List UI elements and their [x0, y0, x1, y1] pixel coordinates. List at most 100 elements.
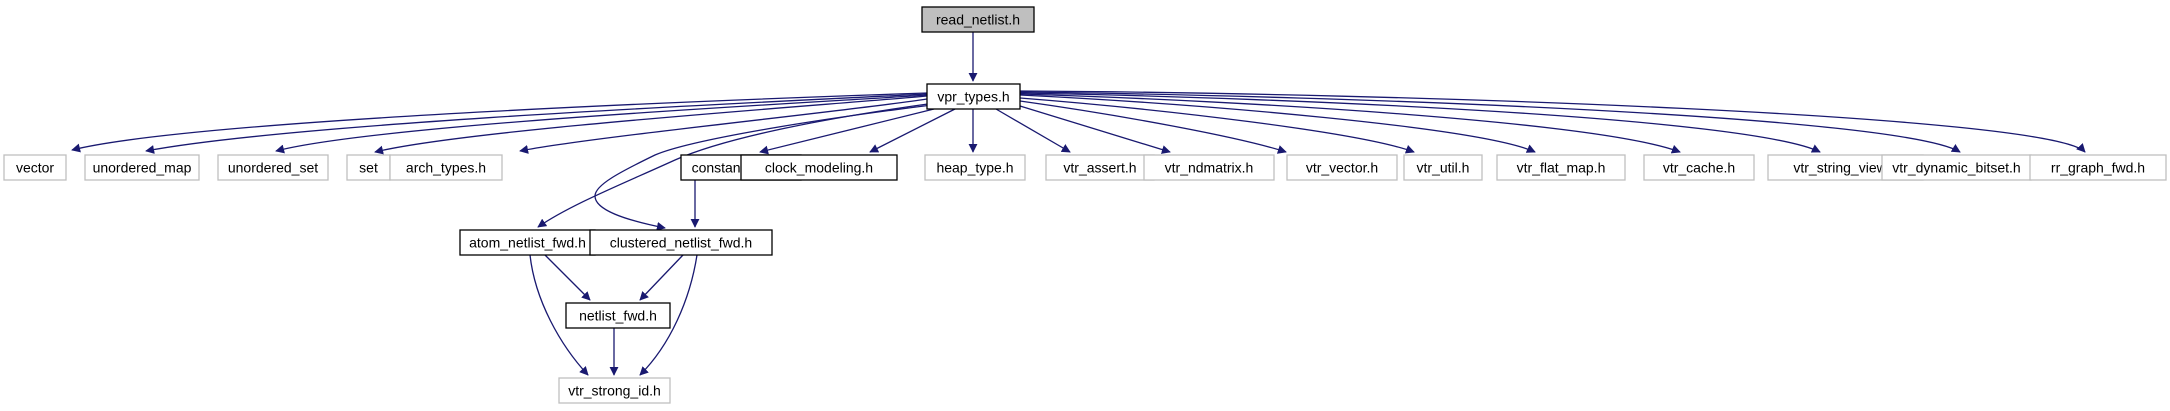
edge-vpr_types-to-clock_modeling	[869, 108, 956, 153]
node-box	[921, 6, 1035, 33]
node-set: set	[346, 154, 391, 181]
edge-vpr_types-to-vector	[71, 92, 928, 153]
node-clock-modeling[interactable]: clock_modeling.h	[740, 154, 898, 181]
node-box	[589, 229, 773, 256]
edge-line	[1019, 93, 1681, 154]
node-box	[565, 302, 671, 329]
node-unordered-map: unordered_map	[84, 154, 200, 181]
node-label: vector	[16, 160, 54, 176]
edge-line	[374, 95, 928, 155]
node-box	[389, 154, 503, 181]
node-label: vtr_strong_id.h	[568, 383, 661, 399]
edge-line	[1019, 91, 1961, 153]
node-vtr-dynamic-bitset: vtr_dynamic_bitset.h	[1881, 154, 2032, 181]
node-label: vtr_string_view.h	[1793, 160, 1897, 176]
node-label: vpr_types.h	[937, 89, 1009, 105]
node-box	[1881, 154, 2032, 181]
node-box	[926, 83, 1021, 110]
node-vtr-util: vtr_util.h	[1403, 154, 1483, 181]
edge-line	[1019, 92, 1821, 153]
node-label: atom_netlist_fwd.h	[469, 235, 586, 251]
edge-line	[639, 254, 698, 376]
edge-line	[529, 254, 589, 376]
node-arch-types: arch_types.h	[389, 154, 503, 181]
node-label: read_netlist.h	[936, 12, 1020, 28]
node-box	[924, 154, 1026, 181]
node-vtr-ndmatrix: vtr_ndmatrix.h	[1143, 154, 1275, 181]
node-clustered-netlist-fwd[interactable]: clustered_netlist_fwd.h	[589, 229, 773, 256]
edge-line	[869, 108, 956, 153]
edge-vpr_types-to-vtr_vector	[1019, 100, 1287, 154]
edge-line	[145, 93, 928, 154]
node-label: rr_graph_fwd.h	[2051, 160, 2145, 176]
node-label: vtr_dynamic_bitset.h	[1892, 160, 2020, 176]
node-vpr-types[interactable]: vpr_types.h	[926, 83, 1021, 110]
edge-vpr_types-to-unordered_set	[275, 94, 928, 154]
node-heap-type: heap_type.h	[924, 154, 1026, 181]
node-box	[1286, 154, 1398, 181]
node-atom-netlist-fwd[interactable]: atom_netlist_fwd.h	[459, 229, 596, 256]
node-box	[1496, 154, 1626, 181]
edge-line	[1019, 100, 1287, 154]
node-netlist-fwd[interactable]: netlist_fwd.h	[565, 302, 671, 329]
edge-atom_netlist_fwd-to-vtr_strong_id	[529, 254, 589, 376]
node-vtr-cache: vtr_cache.h	[1643, 154, 1755, 181]
node-label: vtr_util.h	[1417, 160, 1470, 176]
edge-vpr_types-to-vtr_dynamic_bitset	[1019, 91, 1961, 153]
node-box	[558, 377, 671, 404]
node-label: netlist_fwd.h	[579, 308, 657, 324]
edge-line	[759, 108, 935, 155]
edge-vpr_types-to-vtr_cache	[1019, 93, 1681, 154]
node-vtr-strong-id: vtr_strong_id.h	[558, 377, 671, 404]
node-box	[84, 154, 200, 181]
edge-vpr_types-to-vtr_flat_map	[1019, 94, 1536, 153]
edge-line	[995, 108, 1071, 153]
edge-line	[544, 254, 591, 301]
node-read-netlist[interactable]: read_netlist.h	[921, 6, 1035, 33]
edge-line	[275, 94, 928, 154]
edge-vpr_types-to-unordered_map	[145, 93, 928, 154]
node-label: unordered_set	[228, 160, 318, 176]
edge-vpr_types-to-clustered_netlist_fwd	[594, 103, 941, 231]
edge-line	[1019, 90, 2086, 153]
edge-line	[519, 98, 928, 154]
node-label: vtr_flat_map.h	[1517, 160, 1606, 176]
edge-vpr_types-to-rr_graph_fwd	[1019, 90, 2086, 153]
node-box	[1643, 154, 1755, 181]
node-label: heap_type.h	[936, 160, 1013, 176]
edge-clustered_netlist_fwd-to-netlist_fwd	[639, 254, 684, 301]
node-box	[740, 154, 898, 181]
edge-line	[639, 254, 684, 301]
node-unordered-set: unordered_set	[217, 154, 329, 181]
edge-atom_netlist_fwd-to-netlist_fwd	[544, 254, 591, 301]
node-vtr-flat-map: vtr_flat_map.h	[1496, 154, 1626, 181]
edge-clustered_netlist_fwd-to-vtr_strong_id	[639, 254, 698, 376]
node-label: unordered_map	[93, 160, 192, 176]
edge-vpr_types-to-vtr_util	[1019, 97, 1415, 154]
node-vtr-assert: vtr_assert.h	[1045, 154, 1155, 181]
edge-vpr_types-to-constant_nets	[759, 108, 935, 155]
node-box	[3, 154, 67, 181]
node-label: vtr_vector.h	[1306, 160, 1378, 176]
node-box	[1143, 154, 1275, 181]
node-box	[1403, 154, 1483, 181]
node-rr-graph-fwd: rr_graph_fwd.h	[2029, 154, 2167, 181]
edge-line	[1019, 97, 1415, 154]
edge-vpr_types-to-arch_types	[519, 98, 928, 154]
node-label: vtr_cache.h	[1663, 160, 1735, 176]
node-label: set	[359, 160, 378, 176]
edge-line	[1019, 105, 1171, 154]
edge-line	[71, 92, 928, 153]
node-label: vtr_ndmatrix.h	[1165, 160, 1254, 176]
edge-line	[594, 103, 941, 231]
node-box	[2029, 154, 2167, 181]
edges-layer	[71, 32, 2086, 376]
node-label: clock_modeling.h	[765, 160, 873, 176]
node-vector: vector	[3, 154, 67, 181]
edge-line	[1019, 94, 1536, 153]
node-box	[217, 154, 329, 181]
node-label: arch_types.h	[406, 160, 486, 176]
node-box	[459, 229, 596, 256]
